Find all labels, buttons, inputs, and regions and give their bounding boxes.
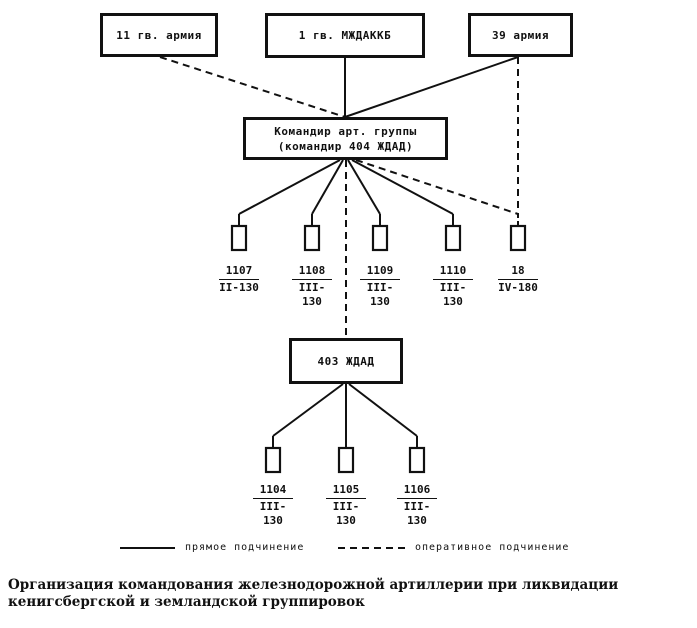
figure-caption: Организация командования железнодорожной…	[8, 577, 619, 610]
unit-label-1109: 1109 III-130	[340, 264, 420, 309]
box-artillery-group-commander: Командир арт. группы (командир 404 ЖДАД)	[243, 117, 448, 160]
unit-icon-1110	[444, 224, 462, 252]
legend-operational-label: оперативное подчинение	[415, 542, 570, 553]
link-army39-commander	[344, 56, 519, 118]
unit-icon-1107	[230, 224, 248, 252]
unit-number: 1106	[403, 483, 431, 496]
unit-number: 1104	[259, 483, 287, 496]
unit-type: III-130	[253, 498, 293, 528]
link-commander-1108	[311, 159, 344, 215]
unit-icon-1105	[337, 446, 355, 474]
unit-icon-1106	[408, 446, 426, 474]
unit-label-1107: 1107 II-130	[199, 264, 279, 295]
unit-number: 1105	[332, 483, 360, 496]
unit-label-1108: 1108 III-130	[272, 264, 352, 309]
link-403-1106	[348, 383, 418, 437]
legend-direct-label: прямое подчинение	[185, 542, 305, 553]
box-11-guards-army-label: 11 гв. армия	[116, 28, 202, 42]
link-commander-1109	[347, 159, 381, 215]
unit-type: III-130	[326, 498, 366, 528]
box-39-army: 39 армия	[468, 13, 573, 57]
unit-icon-1104	[264, 446, 282, 474]
link-commander-1107	[238, 159, 341, 215]
unit-type: III-130	[397, 498, 437, 528]
unit-number: 18	[511, 264, 525, 277]
unit-type: IV-180	[498, 279, 538, 294]
link-army11-commander	[159, 56, 346, 118]
box-39-army-label: 39 армия	[492, 28, 549, 42]
unit-number: 1109	[366, 264, 394, 277]
unit-type: III-130	[360, 279, 400, 309]
unit-number: 1110	[439, 264, 467, 277]
unit-type: III-130	[292, 279, 332, 309]
commander-line-1: Командир арт. группы	[274, 124, 417, 138]
unit-label-18: 18 IV-180	[478, 264, 558, 295]
box-403-zhdad: 403 ЖДАД	[289, 338, 403, 384]
unit-icon-18	[509, 224, 527, 252]
box-403-zhdad-label: 403 ЖДАД	[317, 354, 375, 368]
box-1-guards-mzhdakkb-label: 1 гв. МЖДАККБ	[298, 29, 392, 42]
unit-label-1110: 1110 III-130	[413, 264, 493, 309]
unit-label-1104: 1104 III-130	[233, 483, 313, 528]
unit-icon-1108	[303, 224, 321, 252]
box-1-guards-mzhdakkb: 1 гв. МЖДАККБ	[265, 13, 425, 58]
unit-type: II-130	[219, 279, 259, 294]
link-commander-18	[355, 159, 519, 215]
unit-label-1106: 1106 III-130	[377, 483, 457, 528]
unit-type: III-130	[433, 279, 473, 309]
commander-line-2: (командир 404 ЖДАД)	[277, 139, 414, 153]
link-403-1104	[272, 383, 344, 437]
unit-icon-1109	[371, 224, 389, 252]
box-11-guards-army: 11 гв. армия	[100, 13, 218, 57]
unit-number: 1108	[298, 264, 326, 277]
link-commander-1110	[351, 159, 454, 215]
unit-number: 1107	[225, 264, 253, 277]
unit-label-1105: 1105 III-130	[306, 483, 386, 528]
